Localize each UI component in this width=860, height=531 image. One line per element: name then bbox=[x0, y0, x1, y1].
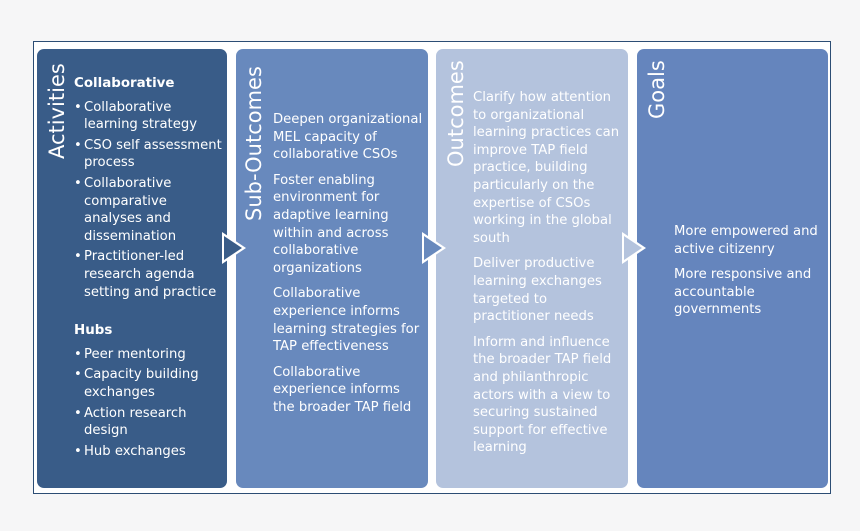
list-item: Collaborative experience informs the bro… bbox=[273, 364, 412, 415]
diagram-frame: Activities Collaborative Collaborative l… bbox=[33, 41, 831, 494]
list-item: Deliver productive learning exchanges ta… bbox=[473, 256, 602, 325]
list-item: CSO self assessment process bbox=[74, 137, 222, 172]
arrow-right-icon bbox=[622, 232, 646, 264]
list-item: Collaborative learning strategy bbox=[74, 99, 222, 134]
goals-content: More empowered and active citizenry More… bbox=[674, 223, 824, 327]
list-item: Action research design bbox=[74, 405, 222, 440]
list-item: Hub exchanges bbox=[74, 443, 222, 461]
list-item: Practitioner-led research agenda setting… bbox=[74, 248, 222, 301]
list-item: Deepen organizational MEL capacity of co… bbox=[273, 112, 423, 163]
list-item: Clarify how attention to organizational … bbox=[473, 90, 620, 246]
list-item: Collaborative comparative analyses and d… bbox=[74, 175, 222, 245]
hubs-list: Peer mentoring Capacity building exchang… bbox=[74, 346, 222, 461]
collaborative-heading: Collaborative bbox=[74, 76, 175, 91]
list-item: Collaborative experience informs learnin… bbox=[273, 286, 420, 355]
list-item: Inform and influence the broader TAP fie… bbox=[473, 334, 612, 456]
outcomes-panel: Outcomes Clarify how attention to organi… bbox=[436, 49, 628, 488]
sub-outcomes-panel: Sub-Outcomes Deepen organizational MEL c… bbox=[236, 49, 428, 488]
collaborative-list: Collaborative learning strategy CSO self… bbox=[74, 99, 222, 302]
activities-content: Collaborative Collaborative learning str… bbox=[74, 75, 222, 463]
outcomes-content: Clarify how attention to organizational … bbox=[473, 89, 623, 465]
hubs-heading: Hubs bbox=[74, 323, 113, 339]
goals-panel: Goals More empowered and active citizenr… bbox=[637, 49, 828, 488]
sub-outcomes-title: Sub-Outcomes bbox=[242, 66, 266, 221]
list-item: Peer mentoring bbox=[74, 346, 222, 364]
activities-panel: Activities Collaborative Collaborative l… bbox=[37, 49, 227, 488]
arrow-right-icon bbox=[222, 232, 246, 264]
arrow-right-icon bbox=[422, 232, 446, 264]
outcomes-title: Outcomes bbox=[444, 60, 468, 167]
list-item: More responsive and accountable governme… bbox=[674, 267, 812, 318]
list-item: Foster enabling environment for adaptive… bbox=[273, 172, 389, 276]
list-item: Capacity building exchanges bbox=[74, 366, 222, 401]
goals-title: Goals bbox=[645, 60, 669, 119]
activities-title: Activities bbox=[45, 63, 69, 159]
list-item: More empowered and active citizenry bbox=[674, 224, 818, 257]
sub-outcomes-content: Deepen organizational MEL capacity of co… bbox=[273, 111, 423, 425]
